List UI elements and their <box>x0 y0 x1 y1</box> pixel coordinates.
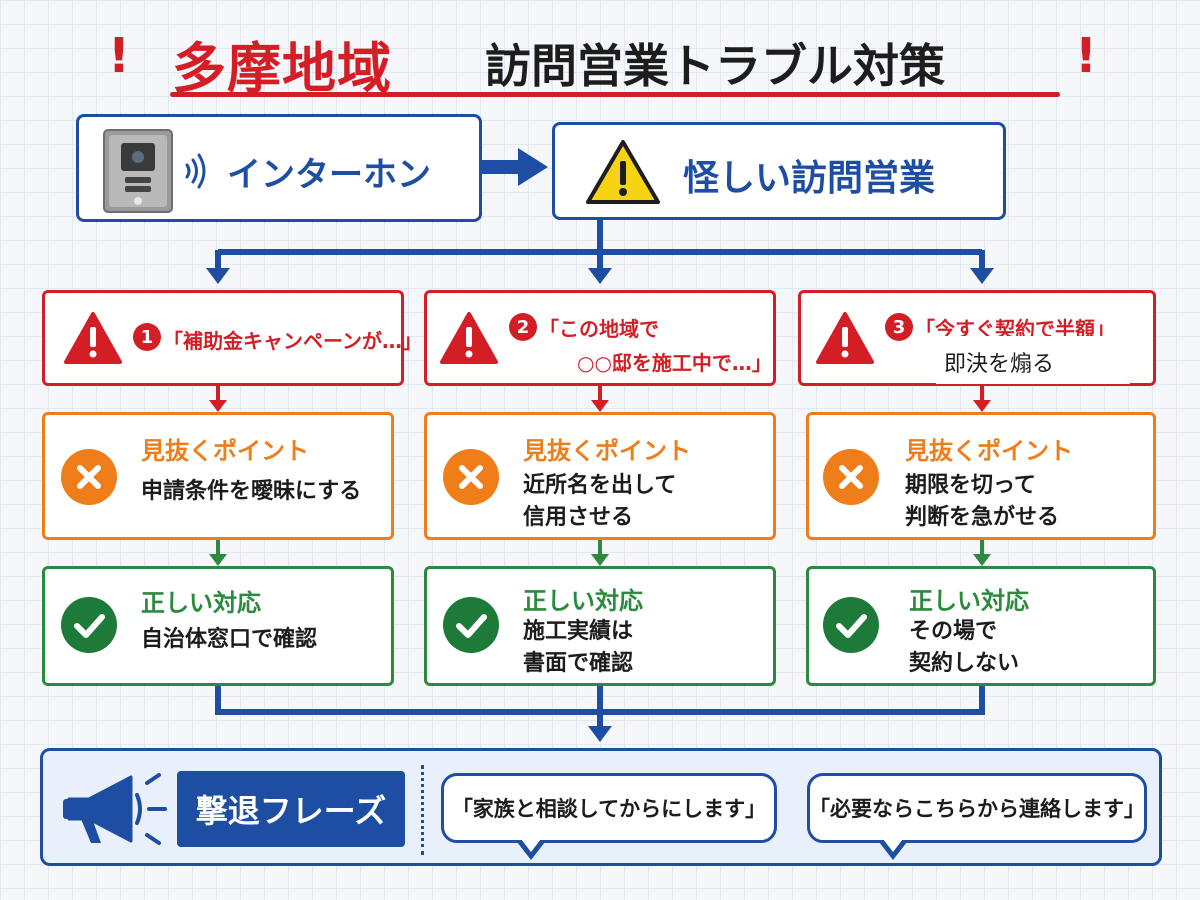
warn-heading: 見抜くポイント <box>141 437 309 465</box>
sound-wave-icon <box>181 153 211 189</box>
x-circle-icon <box>61 449 117 505</box>
warning-icon <box>815 311 875 365</box>
bubble-tail-inner <box>521 839 541 852</box>
title-banner: ! 多摩地域 訪問営業トラブル対策 ! <box>100 18 1100 100</box>
warn-text-line-1: 申請条件を曖昧にする <box>141 479 362 504</box>
warn-heading: 見抜くポイント <box>905 437 1073 465</box>
action-box-3: 正しい対応 その場で 契約しない <box>806 566 1156 686</box>
scenario-number: 1 <box>133 323 161 351</box>
x-circle-icon <box>823 449 879 505</box>
exclaim-right-icon: ! <box>1075 28 1097 84</box>
action-heading: 正しい対応 <box>909 587 1029 615</box>
check-circle-icon <box>443 597 499 653</box>
check-circle-icon <box>823 597 879 653</box>
repel-phrase-label: 撃退フレーズ <box>177 771 405 847</box>
intercom-label: インターホン <box>227 155 431 195</box>
action-heading: 正しい対応 <box>141 589 261 617</box>
check-circle-icon <box>61 597 117 653</box>
divider <box>421 765 424 855</box>
branch-connector <box>215 220 985 272</box>
warn-heading: 見抜くポイント <box>523 437 691 465</box>
phrase-bubble-2: 「必要ならこちらから連絡します」 <box>807 773 1147 843</box>
repel-phrase-panel: 撃退フレーズ 「家族と相談してからにします」 「必要ならこちらから連絡します」 <box>40 748 1162 866</box>
scenario-box-2: 2 「この地域で ○○邸を施工中で…」 <box>424 290 776 386</box>
scenario-number: 3 <box>885 313 913 341</box>
intercom-icon <box>103 129 173 213</box>
action-text-line-2: 契約しない <box>909 651 1020 676</box>
warning-triangle-icon <box>585 139 661 205</box>
action-box-1: 正しい対応 自治体窓口で確認 <box>42 566 394 686</box>
action-text-line-1: 自治体窓口で確認 <box>141 627 318 652</box>
megaphone-icon <box>59 769 171 849</box>
x-circle-icon <box>443 449 499 505</box>
warn-text-line-2: 判断を急がせる <box>905 505 1060 530</box>
scenario-quote-line-2: 即決を煽る <box>944 352 1055 377</box>
scenario-quote-line-2: ○○邸を施工中で…」 <box>577 351 772 375</box>
action-heading: 正しい対応 <box>523 587 643 615</box>
scenario-box-1: 1 「補助金キャンペーンが…」 <box>42 290 422 386</box>
action-box-2: 正しい対応 施工実績は 書面で確認 <box>424 566 776 686</box>
warning-icon <box>439 311 499 365</box>
warn-box-1: 見抜くポイント 申請条件を曖昧にする <box>42 412 394 540</box>
warn-text-line-1: 近所名を出して <box>523 473 677 498</box>
title-underline <box>170 92 1060 97</box>
action-text-line-1: その場で <box>909 619 998 644</box>
scenario-quote: 「この地域で <box>539 317 659 341</box>
warn-text-line-1: 期限を切って <box>905 473 1036 498</box>
title-emphasis: 多摩地域 <box>172 37 392 100</box>
scenario-quote: 「補助金キャンペーンが…」 <box>163 329 422 353</box>
action-text-line-2: 書面で確認 <box>523 651 634 676</box>
scenario-number: 2 <box>509 313 537 341</box>
merge-connector <box>215 686 985 730</box>
suspicious-label: 怪しい訪問営業 <box>683 158 936 199</box>
warning-icon <box>63 311 123 365</box>
arrow-intercom-to-suspicious <box>482 148 548 186</box>
exclaim-left-icon: ! <box>108 28 130 84</box>
warn-text-line-2: 信用させる <box>523 505 634 530</box>
warn-box-3: 見抜くポイント 期限を切って 判断を急がせる <box>806 412 1156 540</box>
suspicious-sales-box: 怪しい訪問営業 <box>552 122 1006 220</box>
bubble-tail-inner <box>883 839 903 852</box>
scenario-3-note-patch: 即決を煽る <box>936 336 1130 384</box>
intercom-box: インターホン <box>76 114 482 222</box>
warn-box-2: 見抜くポイント 近所名を出して 信用させる <box>424 412 776 540</box>
phrase-bubble-1: 「家族と相談してからにします」 <box>441 773 777 843</box>
action-text-line-1: 施工実績は <box>523 619 634 644</box>
page-title: 訪問営業トラブル対策 <box>485 39 945 93</box>
